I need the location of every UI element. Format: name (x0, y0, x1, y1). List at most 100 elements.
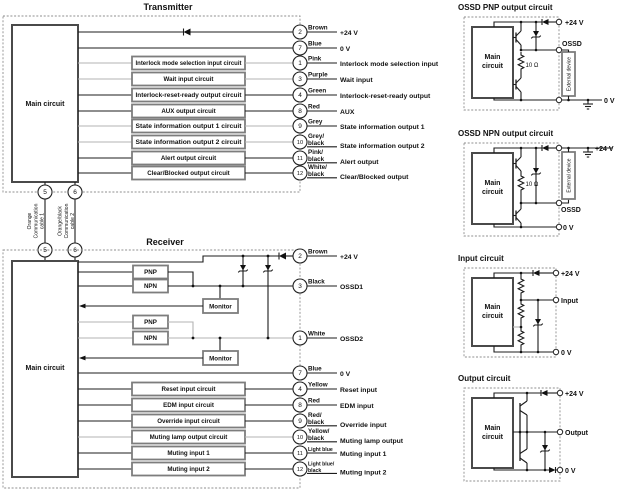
receiver-main-circuit-box (11, 260, 79, 478)
wire-color-label: Yellow/ (308, 428, 330, 435)
terminal-1 (292, 55, 308, 71)
wire-color-label: black (308, 171, 325, 178)
zener-diode-icon (535, 319, 541, 325)
diode-icon (279, 252, 286, 260)
transmitter-main-circuit-box (11, 24, 79, 183)
circuit-box-label: EDM input circuit (163, 402, 214, 409)
cable-1-label: cable 1 (40, 213, 46, 229)
signal-label: State information output 2 (340, 143, 425, 150)
terminal-number: 8 (298, 108, 302, 115)
terminal-number: 1 (298, 335, 302, 342)
receiver-row-4: Reset input circuit 4 Yellow Reset input (78, 381, 378, 397)
circuit-enclosure (463, 142, 560, 237)
wire-color-label: black (308, 140, 325, 147)
resistor-value: 10 Ω (526, 63, 539, 69)
wire-color-label: black (308, 419, 325, 426)
signal-label: 0 V (340, 46, 351, 53)
transmitter-row-8: AUX output circuit 8 Red AUX (78, 103, 355, 119)
cable-1-label: Communication (34, 203, 40, 238)
resistor-value: 10 Ω (526, 182, 539, 188)
receiver-ossd1-channel: PNP NPN Monitor 3 Black OSSD1 (78, 264, 363, 314)
signal-label: Muting lamp output (340, 438, 404, 445)
voltage-label: 0 V (604, 98, 615, 105)
receiver-row-10: Muting lamp output circuit 10 Yellow/ bl… (78, 428, 404, 445)
voltage-label: +24 V (565, 20, 584, 27)
terminal-4 (292, 381, 308, 397)
terminal-number: 9 (298, 418, 302, 425)
cable-2-label: cable 2 (70, 213, 76, 229)
transmitter-row-12: Clear/Blocked output circuit 12 White/ b… (78, 164, 409, 181)
terminal-number: 11 (297, 451, 303, 457)
wire-color-label: Brown (308, 25, 328, 32)
voltage-label: 0 V (561, 350, 572, 357)
zener-diode-icon (542, 445, 548, 451)
circuit-box-label: State information output 2 circuit (136, 139, 242, 146)
monitor-label: Monitor (209, 356, 232, 363)
zener-diode-icon (240, 265, 246, 271)
resistor-icon (516, 302, 526, 320)
diode-icon (542, 145, 549, 151)
wire-color-label: Red (308, 104, 320, 111)
terminal-number: 2 (298, 253, 302, 260)
wire-color-label: Purple (308, 72, 328, 79)
terminal-ossd (555, 199, 563, 207)
terminal-24v (555, 18, 563, 26)
circuit-box-label: Reset input circuit (162, 386, 216, 393)
wire-color-label: Grey/ (308, 133, 324, 140)
circuit-box-label: AUX output circuit (161, 108, 215, 115)
arrow-left-icon (79, 355, 86, 361)
signal-label: Interlock mode selection input (340, 61, 439, 68)
terminal-10 (292, 134, 308, 150)
circuit-box-label: Muting lamp output circuit (150, 434, 228, 441)
transmitter-main-circuit-label: Main circuit (26, 101, 66, 108)
terminal-number: 5 (43, 189, 47, 196)
circuit-enclosure (463, 267, 557, 358)
terminal-number: 10 (297, 435, 303, 441)
terminal-24v (556, 389, 564, 397)
terminal-number: 12 (297, 467, 303, 473)
wire-color-label: black (308, 468, 321, 474)
input-label: Input (561, 298, 579, 305)
junction-dots (191, 254, 270, 340)
circuit-enclosure (463, 16, 560, 111)
wire-color-label: Black (308, 279, 325, 286)
circuit-title: OSSD NPN output circuit (458, 129, 553, 138)
resistor-icon (516, 277, 526, 295)
zener-diode-icon (533, 168, 539, 174)
circuit-title: Output circuit (458, 374, 511, 383)
terminal-number: 4 (298, 386, 302, 393)
wire-color-label: Yellow (308, 382, 328, 389)
signal-label: State information output 1 (340, 124, 425, 131)
transmitter-row-3: Wait input circuit 3 Purple Wait input (78, 71, 373, 87)
terminal-number: 4 (298, 92, 302, 99)
terminal-ossd (555, 46, 563, 54)
wire-color-label: Red/ (308, 412, 322, 419)
diode-icon (549, 467, 556, 473)
terminal-number: 7 (298, 370, 302, 377)
ossd-npn-output-circuit: OSSD NPN output circuit Main circuit +24… (458, 129, 614, 237)
main-circuit-label: circuit (482, 63, 504, 70)
receiver-main-circuit-label: Main circuit (26, 365, 66, 372)
wire-color-label: White (308, 331, 326, 338)
terminal-8 (292, 103, 308, 119)
wire-color-label: Light blue/ (308, 461, 335, 467)
main-circuit-label: circuit (482, 189, 504, 196)
circuit-box-label: Interlock-reset-ready output circuit (136, 92, 242, 99)
terminal-number: 11 (297, 156, 303, 162)
circuit-title: OSSD PNP output circuit (458, 3, 553, 12)
monitor-label: Monitor (209, 304, 232, 311)
wire-color-label: Red (308, 398, 320, 405)
receiver-row-2: 2 Brown +24 V (78, 248, 358, 264)
terminal-number: 1 (298, 60, 302, 67)
terminal-9 (292, 118, 308, 134)
wire-color-label: Pink (308, 56, 322, 63)
cable-2-color-label: Orange/black (58, 206, 64, 236)
transmitter-row-1: Interlock mode selection input circuit 1… (78, 55, 439, 71)
ossd-pnp-output-circuit: OSSD PNP output circuit Main circuit +24… (458, 3, 615, 111)
main-circuit-label: Main (485, 54, 501, 61)
wire-color-label: Green (308, 88, 326, 95)
terminal-number: 3 (298, 76, 302, 83)
cable-2-label: Communication (64, 203, 70, 238)
terminal-number: 6 (73, 247, 77, 254)
